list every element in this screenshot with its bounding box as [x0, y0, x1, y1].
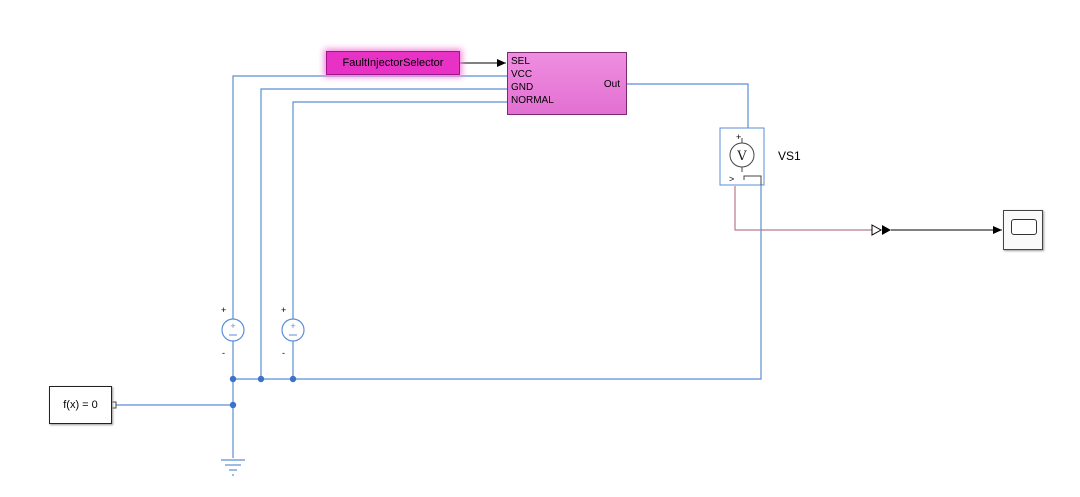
- port-gnd-label: GND: [511, 82, 534, 93]
- source1-minus: -: [222, 348, 225, 358]
- wire-normal[interactable]: [292, 101, 507, 310]
- fault-mux-block[interactable]: SEL VCC GND NORMAL Out: [507, 52, 627, 115]
- converter-input-icon: [871, 224, 883, 236]
- fault-injector-label: FaultInjectorSelector: [342, 57, 444, 69]
- junction-dot: [229, 375, 237, 383]
- source1-inner-plus: +: [230, 321, 235, 331]
- wire-vcc[interactable]: [232, 75, 507, 310]
- source1-plus: +: [221, 305, 226, 315]
- source2-plus: +: [281, 305, 286, 315]
- port-out-label: Out: [603, 79, 620, 90]
- wire-out-to-vs1[interactable]: [627, 83, 749, 128]
- dc-voltage-source-2[interactable]: + + -: [281, 305, 305, 358]
- electrical-reference[interactable]: [221, 459, 245, 476]
- junctions: [229, 375, 297, 409]
- wire-gnd[interactable]: [260, 88, 507, 379]
- scope-block[interactable]: [1003, 210, 1043, 250]
- physical-wires: [114, 75, 762, 458]
- fx-label: f(x) = 0: [63, 399, 98, 411]
- junction-dot: [229, 401, 237, 409]
- voltage-sensor-vs1[interactable]: + V > VS1: [719, 127, 801, 186]
- scope-icon: [1011, 219, 1037, 235]
- junction-dot: [257, 375, 265, 383]
- vs1-minus-port: [743, 175, 762, 185]
- wire-vs1-return[interactable]: [233, 185, 762, 380]
- vs1-name: VS1: [778, 149, 801, 163]
- ps-signal-wire[interactable]: [734, 186, 872, 231]
- solver-configuration-block[interactable]: f(x) = 0: [49, 386, 112, 424]
- fault-injector-selector-block[interactable]: FaultInjectorSelector: [326, 51, 460, 75]
- junction-dot: [289, 375, 297, 383]
- vs1-plus-label: +: [736, 132, 741, 142]
- port-sel-label: SEL: [511, 56, 530, 67]
- vs1-symbol: V: [736, 149, 747, 164]
- port-normal-label: NORMAL: [511, 95, 554, 106]
- dc-voltage-source-1[interactable]: + + -: [221, 305, 245, 358]
- source2-inner-plus: +: [290, 321, 295, 331]
- port-vcc-label: VCC: [511, 69, 533, 80]
- vs1-out-port: >: [729, 174, 734, 184]
- source2-minus: -: [282, 348, 285, 358]
- converter-output-icon: [882, 225, 891, 235]
- ps-simulink-converter[interactable]: [871, 224, 891, 236]
